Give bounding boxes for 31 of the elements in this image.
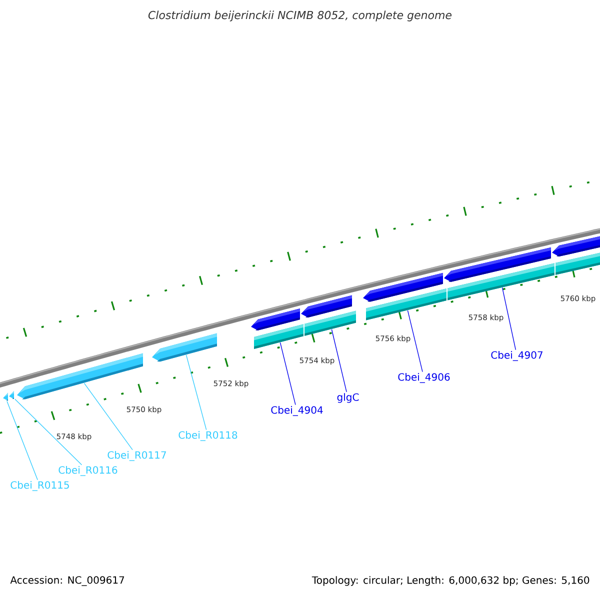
rna-feature — [3, 392, 8, 401]
rna-feature — [9, 390, 14, 399]
footer-text: Accession: NC_009617 — [10, 576, 124, 586]
rna-feature — [17, 353, 143, 400]
gene-label: Cbei_R0118 — [178, 431, 238, 441]
leader-line — [502, 287, 516, 350]
cds-bar — [304, 310, 356, 336]
gene-label: Cbei_4907 — [491, 351, 542, 361]
gene-label: glgC — [337, 393, 359, 403]
gene-label: Cbei_R0115 — [10, 481, 69, 491]
leader-line — [186, 354, 207, 430]
title: Clostridium beijerinckii NCIMB 8052, complete genome — [148, 10, 452, 22]
cds-bar — [254, 324, 304, 349]
leader-line — [280, 342, 296, 406]
cds-bar — [556, 251, 600, 275]
gene-feature — [251, 308, 300, 330]
leader-line — [84, 382, 133, 450]
leader-line — [331, 329, 347, 392]
gene-label: Cbei_4906 — [398, 373, 450, 383]
leader-line — [407, 310, 423, 372]
cds-bar — [366, 288, 446, 320]
rna-feature — [152, 333, 217, 362]
gene-label: Cbei_R0116 — [58, 466, 118, 476]
cds-bar — [448, 263, 554, 300]
leader-line — [6, 401, 38, 480]
leader-line — [14, 398, 82, 466]
gene-feature — [552, 234, 600, 257]
gene-label: Cbei_R0117 — [108, 451, 166, 461]
gene-feature — [301, 295, 352, 318]
gene-label: Cbei_4904 — [271, 406, 323, 416]
footer-text: Topology: circular; Length: 6,000,632 bp; Genes: 5,160 — [312, 576, 590, 586]
